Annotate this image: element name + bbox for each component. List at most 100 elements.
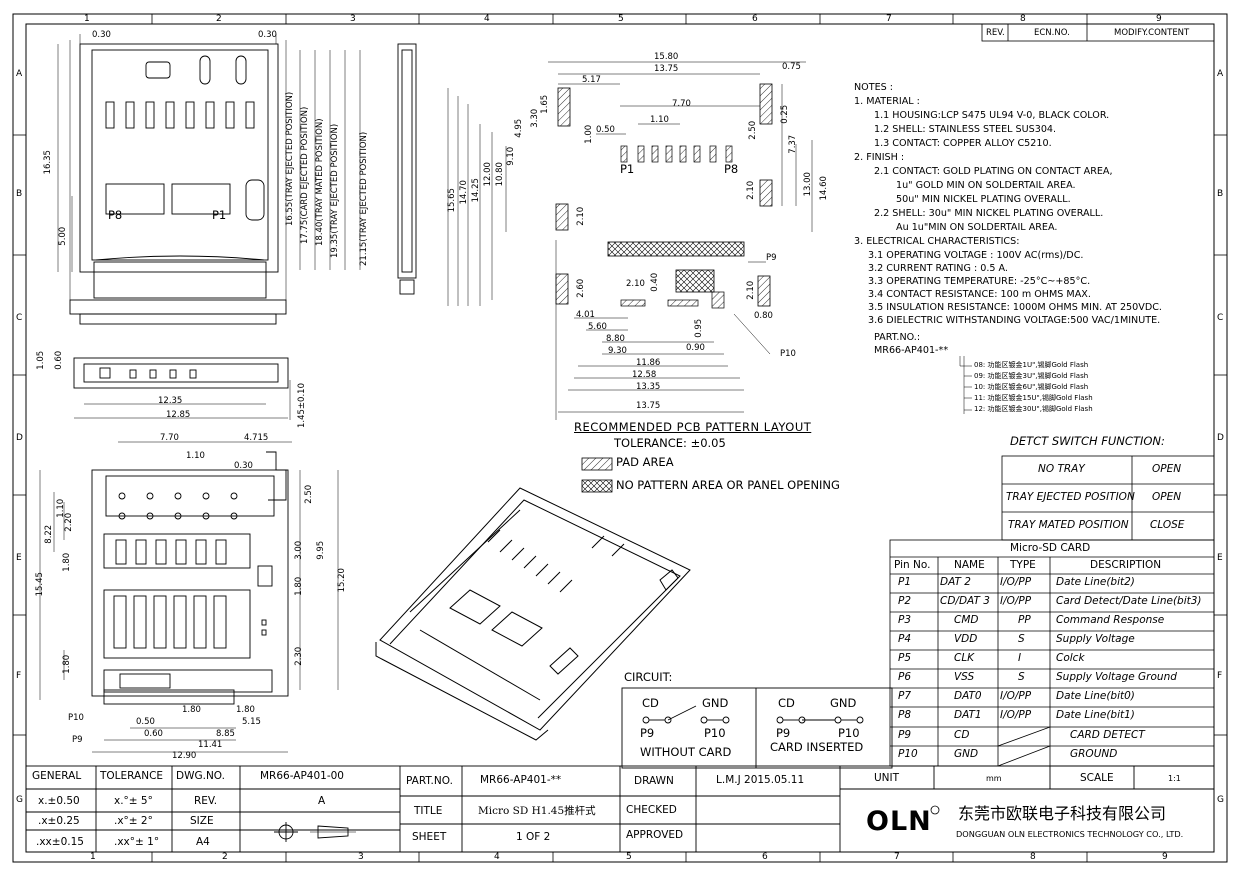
pin-type: PP xyxy=(1018,614,1031,626)
tb-drawn-label: DRAWN xyxy=(634,775,674,787)
detect-switch-title: DETCT SWITCH FUNCTION: xyxy=(1010,434,1165,448)
pin-description: Date Line(bit2) xyxy=(1056,576,1135,588)
pin-number: P9 xyxy=(898,729,912,741)
grid-col-7: 7 xyxy=(886,14,892,24)
tb-rev-label: REV. xyxy=(194,795,218,807)
pin-type: I xyxy=(1018,652,1022,664)
grid-col-3-bottom: 3 xyxy=(358,852,364,862)
pin-number: P5 xyxy=(898,652,912,664)
note-line: 2. FINISH : xyxy=(854,152,905,163)
note-line: 2.2 SHELL: 30u" MIN NICKEL PLATING OVERA… xyxy=(874,208,1104,219)
dim-180-d: 1.80 xyxy=(182,705,201,715)
tb-size: A4 xyxy=(196,836,210,848)
dim-110-a: 1.10 xyxy=(186,451,205,461)
tb-dwg-no: MR66-AP401-00 xyxy=(260,770,344,782)
tb-checked-label: CHECKED xyxy=(626,804,677,816)
rev-header-ecn: ECN.NO. xyxy=(1034,28,1070,38)
pin-description: Supply Voltage Ground xyxy=(1056,671,1177,683)
pin-name: GND xyxy=(954,748,979,760)
circuit-diagram xyxy=(621,687,893,769)
pin-description: Colck xyxy=(1056,652,1085,664)
pin-number: P3 xyxy=(898,614,912,626)
grid-col-8: 8 xyxy=(1020,14,1026,24)
detect-row-label: TRAY MATED POSITION xyxy=(1008,519,1129,531)
pcb-label-p1: P1 xyxy=(620,162,635,176)
tb-tol-angle-1: x.°± 5° xyxy=(114,795,153,807)
pin-col-header: DESCRIPTION xyxy=(1090,559,1162,571)
note-line: Au 1u"MIN ON SOLDERTAIL AREA. xyxy=(896,222,1058,233)
note-line: 3.2 CURRENT RATING : 0.5 A. xyxy=(868,263,1008,274)
grid-col-2: 2 xyxy=(216,14,222,24)
grid-row-e-right: E xyxy=(1217,553,1223,563)
pin-description: Date Line(bit1) xyxy=(1056,709,1135,721)
pin-number: P1 xyxy=(898,576,912,588)
tb-sheet-label: SHEET xyxy=(412,831,447,843)
pin-description: Card Detect/Date Line(bit3) xyxy=(1056,595,1202,607)
tb-tol-linear-3: .xx±0.15 xyxy=(36,836,84,848)
dim-1141: 11.41 xyxy=(198,740,223,750)
grid-col-4-bottom: 4 xyxy=(494,852,500,862)
detect-row-state: OPEN xyxy=(1152,491,1182,503)
circuit-gnd-1: GND xyxy=(702,696,729,710)
pcb-tolerance: TOLERANCE: ±0.05 xyxy=(614,436,726,450)
pin-description: Date Line(bit0) xyxy=(1056,690,1135,702)
pcb-dim-1335: 13.35 xyxy=(636,382,661,392)
pcb-dim-110: 1.10 xyxy=(650,115,669,125)
pin-name: DAT0 xyxy=(954,690,982,702)
circuit-card-inserted: CARD INSERTED xyxy=(770,740,864,754)
partno-option: 11: 功能区镀金15U",锡脚Gold Flash xyxy=(974,394,1093,402)
pcb-label-p10: P10 xyxy=(780,349,796,359)
grid-row-c-right: C xyxy=(1217,313,1224,323)
note-line: 3.4 CONTACT RESISTANCE: 100 m OHMS MAX. xyxy=(868,289,1091,300)
grid-row-a-right: A xyxy=(1217,69,1224,79)
dim-885: 8.85 xyxy=(216,729,235,739)
pcb-dim-1258: 12.58 xyxy=(632,370,657,380)
tb-dwg-no-label: DWG.NO. xyxy=(176,770,225,782)
grid-col-8-bottom: 8 xyxy=(1030,852,1036,862)
pin-name: DAT1 xyxy=(954,709,982,721)
pin-col-header: TYPE xyxy=(1010,559,1036,571)
dim-030-left: 0.30 xyxy=(92,30,111,40)
pcb-dim-401: 4.01 xyxy=(576,310,595,320)
pin-name: VDD xyxy=(954,633,978,645)
partno-option-label: PART.NO.: xyxy=(874,332,921,343)
pcb-pattern-layout xyxy=(447,61,813,493)
tb-tol-linear-1: x.±0.50 xyxy=(38,795,80,807)
tb-general: GENERAL xyxy=(32,770,82,782)
pin-col-header: NAME xyxy=(954,559,985,571)
partno-option: 09: 功能区镀金3U",锡脚Gold Flash xyxy=(974,372,1089,380)
tb-unit: mm xyxy=(986,774,1002,783)
pcb-dim-1375-b: 13.75 xyxy=(636,401,661,411)
isometric-view xyxy=(375,487,691,741)
pcb-dim-075: 0.75 xyxy=(782,62,801,72)
circuit-cd-1: CD xyxy=(642,696,659,710)
pcb-dim-090: 0.90 xyxy=(686,343,705,353)
side-view-vertical xyxy=(397,43,417,295)
dim-030-right: 0.30 xyxy=(258,30,277,40)
note-line: 50u" MIN NICKEL PLATING OVERALL. xyxy=(896,194,1071,205)
note-line: 1.2 SHELL: STAINLESS STEEL SUS304. xyxy=(874,124,1057,135)
circuit-p10-1: P10 xyxy=(704,726,726,740)
grid-row-g-right: G xyxy=(1217,795,1224,805)
tb-sheet: 1 OF 2 xyxy=(516,831,551,843)
circuit-cd-2: CD xyxy=(778,696,795,710)
grid-row-c: C xyxy=(16,313,23,323)
pin-description: Command Response xyxy=(1056,614,1165,626)
grid-col-5-bottom: 5 xyxy=(626,852,632,862)
pcb-dim-930: 9.30 xyxy=(608,346,627,356)
dim-770: 7.70 xyxy=(160,433,179,443)
notes-title: NOTES : xyxy=(854,82,894,93)
pin-number: P8 xyxy=(898,709,912,721)
pin-name: CD/DAT 3 xyxy=(940,595,990,607)
pin-name: CLK xyxy=(954,652,975,664)
rev-header-rev: REV. xyxy=(986,28,1005,38)
tb-approved-label: APPROVED xyxy=(626,829,684,841)
grid-row-d: D xyxy=(16,433,23,443)
grid-row-b: B xyxy=(16,189,23,199)
pin-number: P7 xyxy=(898,690,912,702)
grid-row-e: E xyxy=(16,553,22,563)
pcb-dim-050: 0.50 xyxy=(596,125,615,135)
dim-515: 5.15 xyxy=(242,717,261,727)
grid-row-a: A xyxy=(16,69,23,79)
grid-col-7-bottom: 7 xyxy=(894,852,900,862)
